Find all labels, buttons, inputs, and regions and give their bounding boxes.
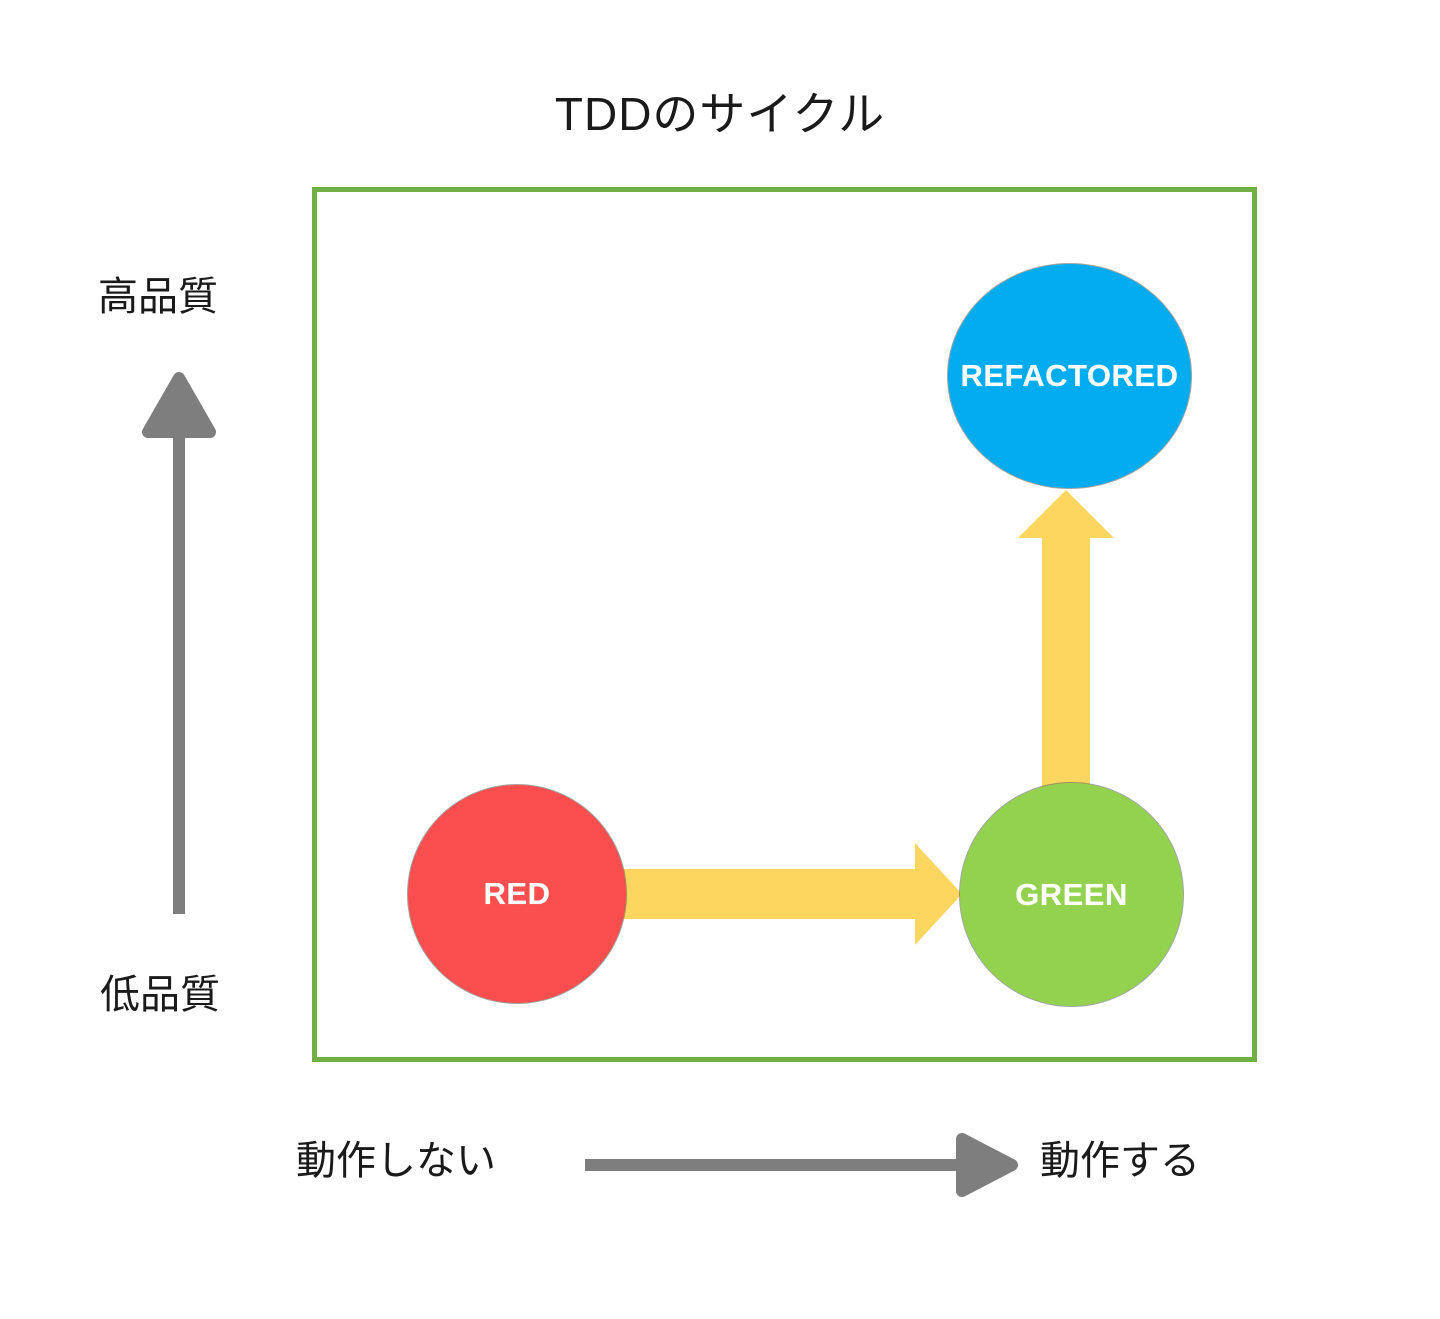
x-axis-left-label: 動作しない	[296, 1139, 496, 1183]
node-refactored[interactable]: REFACTORED	[948, 264, 1191, 488]
node-refactored-label: REFACTORED	[960, 358, 1179, 393]
x-axis-right-label: 動作する	[1040, 1139, 1200, 1183]
node-green[interactable]: GREEN	[960, 783, 1183, 1006]
y-axis-low-label: 低品質	[100, 973, 220, 1017]
arrow-green-to-refactored	[1018, 490, 1114, 800]
node-red[interactable]: RED	[408, 785, 626, 1003]
arrow-red-to-green	[610, 843, 962, 945]
y-axis-high-label: 高品質	[98, 275, 218, 319]
node-green-label: GREEN	[1015, 876, 1128, 912]
node-red-label: RED	[483, 876, 551, 911]
page-title: TDDのサイクル	[554, 88, 886, 140]
